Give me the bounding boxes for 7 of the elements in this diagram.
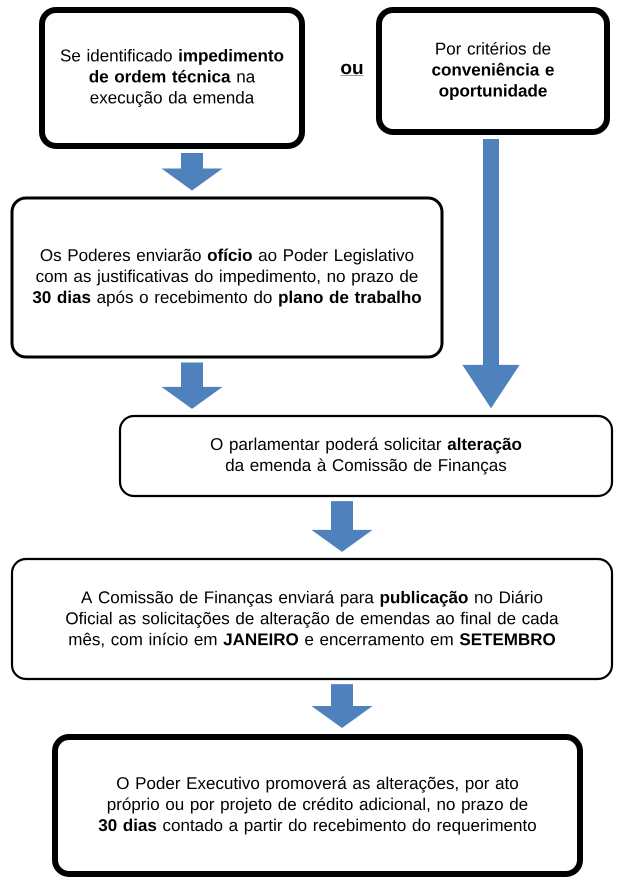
process-box: O Poder Executivo promoverá as alterações, por ato próprio ou por projeto de crédito adicional, no prazo de 30 dias contado a partir do recebimento do requerimento [52, 734, 583, 877]
process-box: Se identificado impedimento de ordem técnica na execução da emenda [39, 7, 305, 149]
process-box: A Comissão de Finanças enviará para publicação no Diário Oficial as solicitações de alteração de emendas ao final de cada mês, com início em JANEIRO e encerramento em SETEMBRO [10, 558, 614, 680]
process-box: Os Poderes enviarão ofício ao Poder Legislativo com as justificativas do impedimento, no prazo de 30 dias após o recebimento do plano de trabalho [10, 196, 444, 358]
connector-word: ou [340, 64, 364, 76]
process-box: Por critérios de conveniência e oportunidade [376, 7, 610, 135]
process-box: O parlamentar poderá solicitar alteração da emenda à Comissão de Finanças [118, 414, 614, 498]
